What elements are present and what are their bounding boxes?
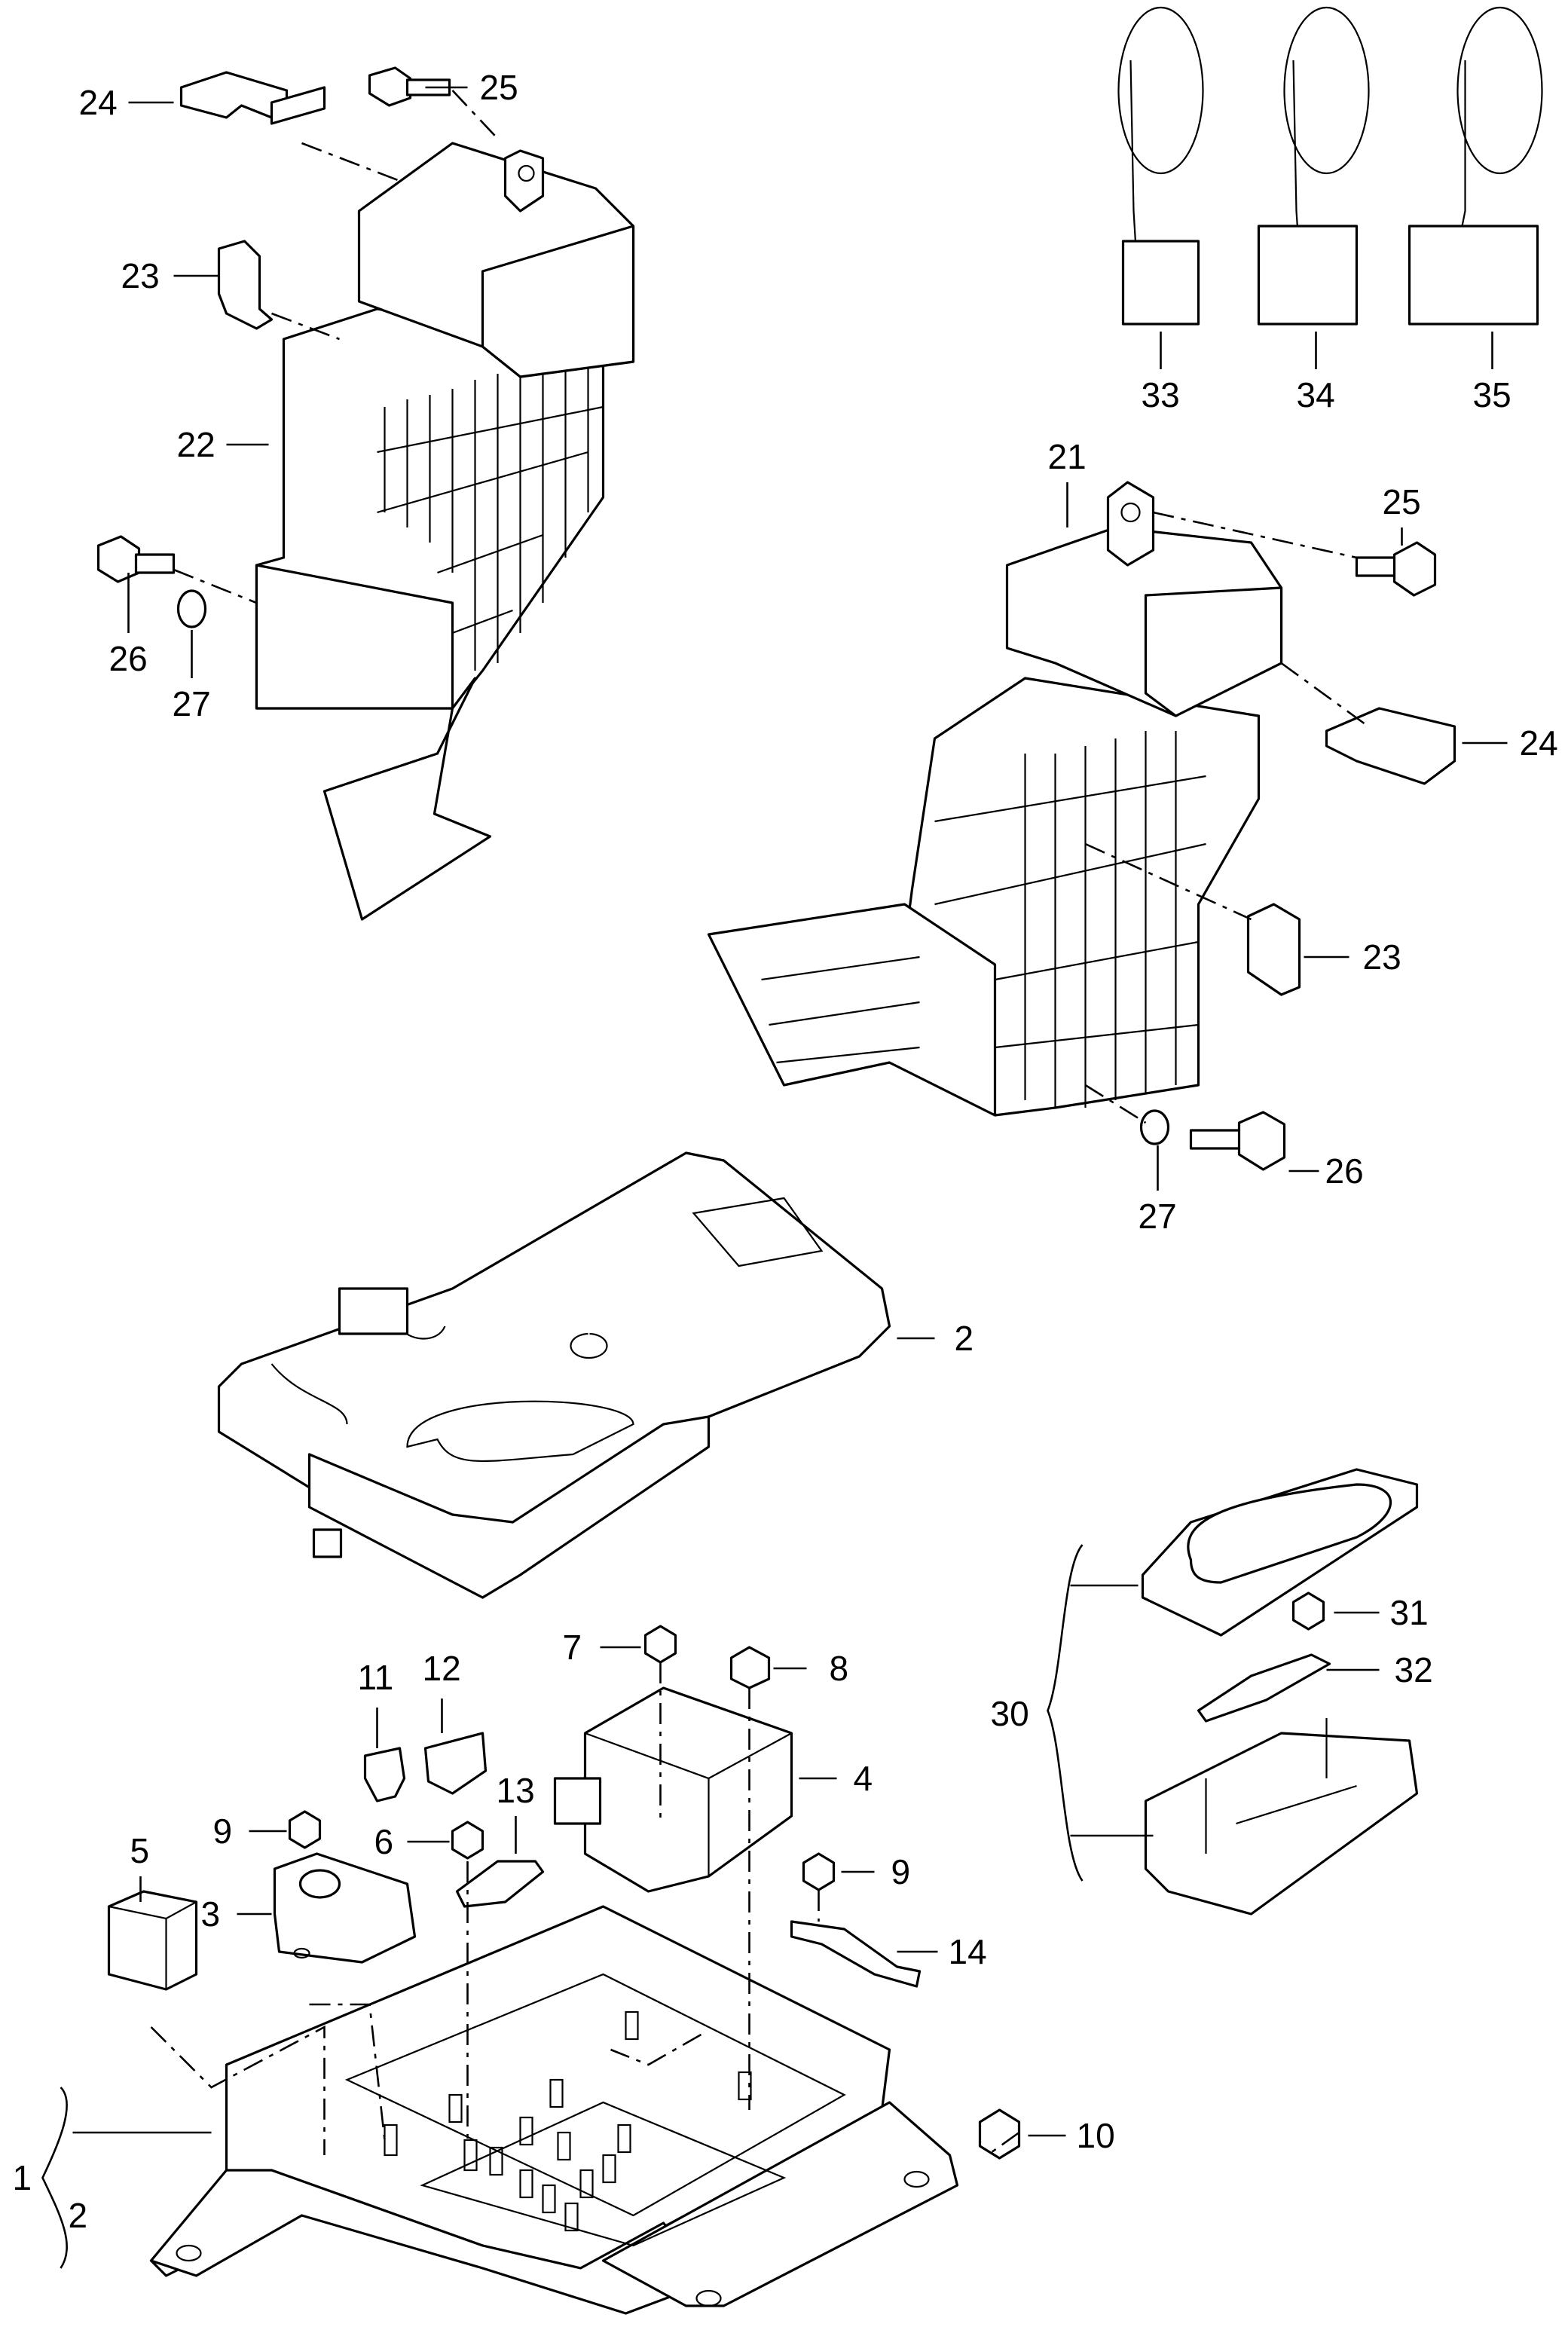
nut-9b bbox=[802, 1852, 836, 1891]
fuse-box-22 bbox=[255, 142, 635, 921]
callout: 31 bbox=[1390, 1593, 1429, 1632]
callout: 4 bbox=[854, 1759, 873, 1798]
callout: 3 bbox=[201, 1894, 221, 1934]
fuse-link-14 bbox=[790, 1920, 922, 1988]
callout: 1 bbox=[13, 2158, 32, 2197]
callout: 12 bbox=[423, 1649, 461, 1688]
callout: 10 bbox=[1077, 2116, 1115, 2155]
carrier-2 bbox=[217, 1151, 891, 1599]
callout: 27 bbox=[1139, 1197, 1177, 1236]
callout: 21 bbox=[1048, 437, 1087, 476]
callout: 26 bbox=[109, 639, 148, 678]
fuse-12 bbox=[423, 1732, 488, 1795]
fuse-24b bbox=[1325, 707, 1456, 785]
nut-9 bbox=[288, 1810, 322, 1849]
fuse-link-32 bbox=[1197, 1653, 1331, 1723]
bracket-30 bbox=[1047, 1544, 1084, 1882]
callout: 7 bbox=[563, 1628, 582, 1667]
washer-27b bbox=[1139, 1109, 1170, 1145]
callout: 11 bbox=[358, 1658, 394, 1697]
callout: 9 bbox=[891, 1852, 911, 1891]
callout: 8 bbox=[830, 1649, 849, 1688]
callout: 25 bbox=[1383, 482, 1421, 521]
harness-33 bbox=[1117, 6, 1204, 326]
washer-27 bbox=[176, 589, 207, 628]
bolt-25b bbox=[1355, 541, 1437, 597]
callout: 23 bbox=[121, 256, 160, 295]
nut-31 bbox=[1291, 1591, 1325, 1631]
nut-8 bbox=[729, 1646, 771, 1689]
callout: 5 bbox=[130, 1831, 150, 1870]
nut-10 bbox=[978, 2108, 1021, 2160]
callout: 32 bbox=[1395, 1650, 1433, 1689]
nut-7 bbox=[643, 1625, 677, 1664]
callout: 23 bbox=[1363, 937, 1401, 977]
base-tray bbox=[149, 1905, 959, 2315]
callout: 35 bbox=[1473, 375, 1511, 414]
cover-30 bbox=[1141, 1468, 1419, 1637]
harness-34 bbox=[1257, 6, 1370, 326]
callout: 27 bbox=[173, 684, 211, 723]
callout: 34 bbox=[1297, 375, 1335, 414]
bolt-26 bbox=[96, 535, 176, 583]
fuse-holder-30 bbox=[1144, 1718, 1419, 1916]
relay-5 bbox=[107, 1890, 198, 1991]
callout: 25 bbox=[480, 68, 518, 107]
callout: 30 bbox=[991, 1694, 1029, 1733]
callout: 2 bbox=[69, 2196, 88, 2235]
fuse-11 bbox=[363, 1747, 406, 1802]
harness-35 bbox=[1408, 6, 1543, 326]
callout-labels: 24 25 23 22 26 27 33 34 35 21 25 24 23 2… bbox=[13, 68, 1558, 2235]
fuse-link-13 bbox=[455, 1860, 545, 1908]
fuse-24 bbox=[179, 71, 326, 125]
callout: 33 bbox=[1142, 375, 1180, 414]
callout: 26 bbox=[1325, 1151, 1364, 1191]
callout: 2 bbox=[955, 1319, 974, 1358]
connector-3 bbox=[273, 1852, 417, 1964]
callout: 6 bbox=[374, 1822, 394, 1861]
fuse-23b bbox=[1246, 903, 1301, 996]
callout: 13 bbox=[497, 1771, 535, 1810]
callout: 22 bbox=[177, 425, 215, 464]
fuse-box-21 bbox=[707, 481, 1283, 1117]
nut-6 bbox=[451, 1821, 484, 1860]
callout: 24 bbox=[79, 83, 118, 122]
bolt-26b bbox=[1189, 1111, 1286, 1171]
callout: 24 bbox=[1520, 723, 1558, 763]
leader-lines bbox=[72, 86, 1508, 2137]
callout: 9 bbox=[213, 1812, 233, 1851]
bracket-1 bbox=[41, 2087, 68, 2269]
fuse-23 bbox=[217, 240, 274, 330]
callout: 14 bbox=[949, 1932, 987, 1971]
module-4 bbox=[553, 1686, 793, 1893]
